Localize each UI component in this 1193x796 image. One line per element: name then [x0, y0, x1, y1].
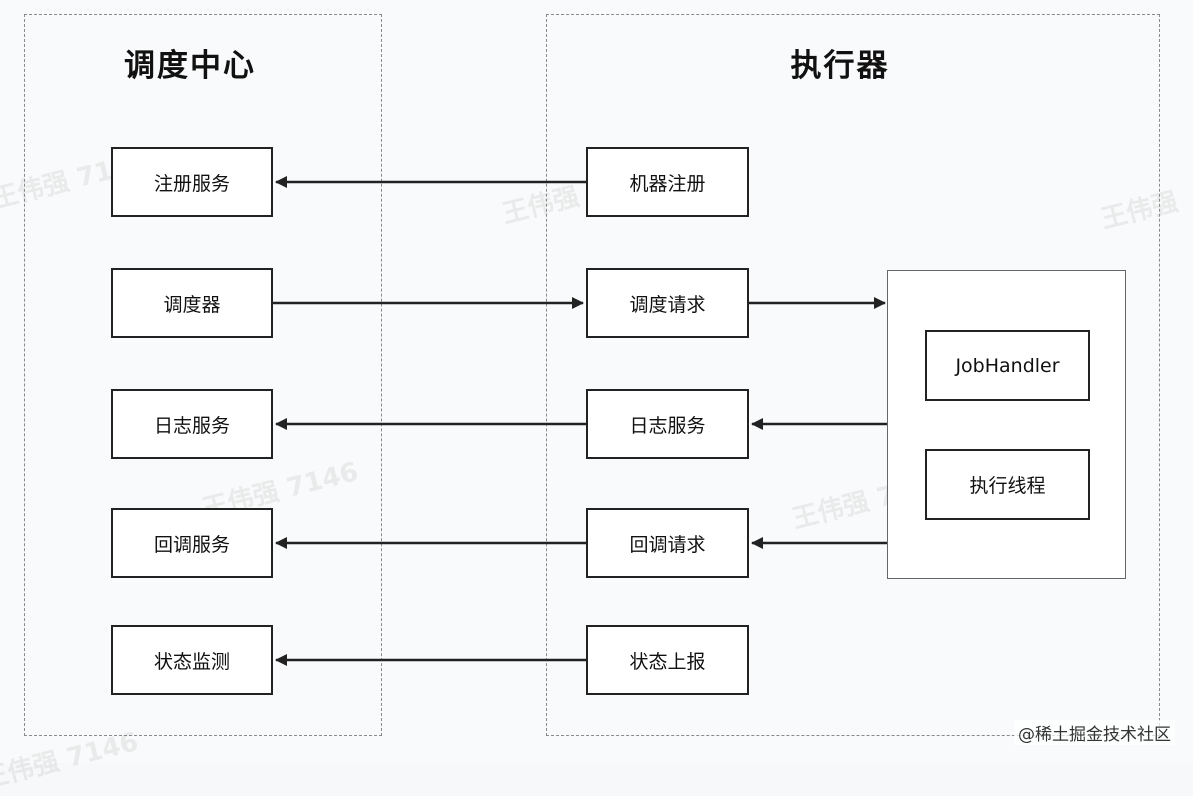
executor-group — [546, 14, 1160, 736]
executor-panel — [887, 270, 1126, 579]
box-status-monitor: 状态监测 — [111, 625, 273, 695]
box-log-service-executor: 日志服务 — [586, 389, 749, 459]
box-callback-request: 回调请求 — [586, 508, 749, 578]
scheduler-center-group — [24, 14, 382, 736]
box-callback-service: 回调服务 — [111, 508, 273, 578]
box-scheduler: 调度器 — [111, 268, 273, 338]
diagram-canvas: 王伟强 7146 王伟强 7146 王伟强 王伟强 7146 王伟强 7146 … — [0, 14, 1182, 795]
box-log-service-center: 日志服务 — [111, 389, 273, 459]
box-register-service: 注册服务 — [111, 147, 273, 217]
scheduler-center-title: 调度中心 — [124, 48, 256, 84]
box-schedule-request: 调度请求 — [586, 268, 749, 338]
box-status-report: 状态上报 — [586, 625, 749, 695]
source-credit: @稀土掘金技术社区 — [1014, 720, 1175, 745]
box-machine-register: 机器注册 — [586, 147, 749, 217]
box-job-handler: JobHandler — [925, 330, 1090, 401]
executor-title: 执行器 — [790, 48, 890, 84]
box-execution-thread: 执行线程 — [925, 449, 1090, 520]
